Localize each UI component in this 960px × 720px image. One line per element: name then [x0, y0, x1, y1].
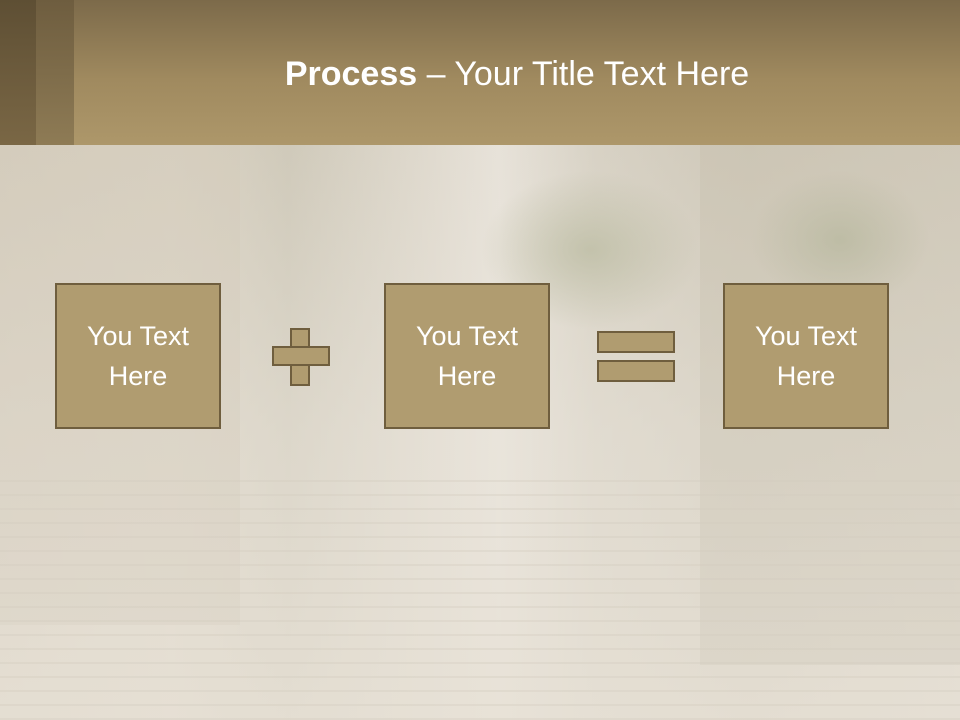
title-header-band	[0, 0, 960, 145]
process-box-2[interactable]: You Text Here	[384, 283, 550, 429]
background-street	[0, 470, 960, 720]
equals-icon-lower-bar	[597, 360, 675, 382]
header-accent-stripe-dark	[0, 0, 36, 145]
plus-icon-center	[292, 348, 308, 364]
process-box-3-text: You Text Here	[754, 321, 858, 391]
header-accent-stripe-mid	[36, 0, 74, 145]
process-box-3[interactable]: You Text Here	[723, 283, 889, 429]
process-box-2-text: You Text Here	[415, 321, 519, 391]
slide-title-bold: Process	[284, 55, 418, 93]
slide-title[interactable]: Process – Your Title Text Here	[74, 52, 960, 96]
slide-title-rest: – Your Title Text Here	[417, 55, 750, 93]
process-box-1[interactable]: You Text Here	[55, 283, 221, 429]
process-box-1-text: You Text Here	[86, 321, 190, 391]
equals-icon	[597, 331, 675, 353]
